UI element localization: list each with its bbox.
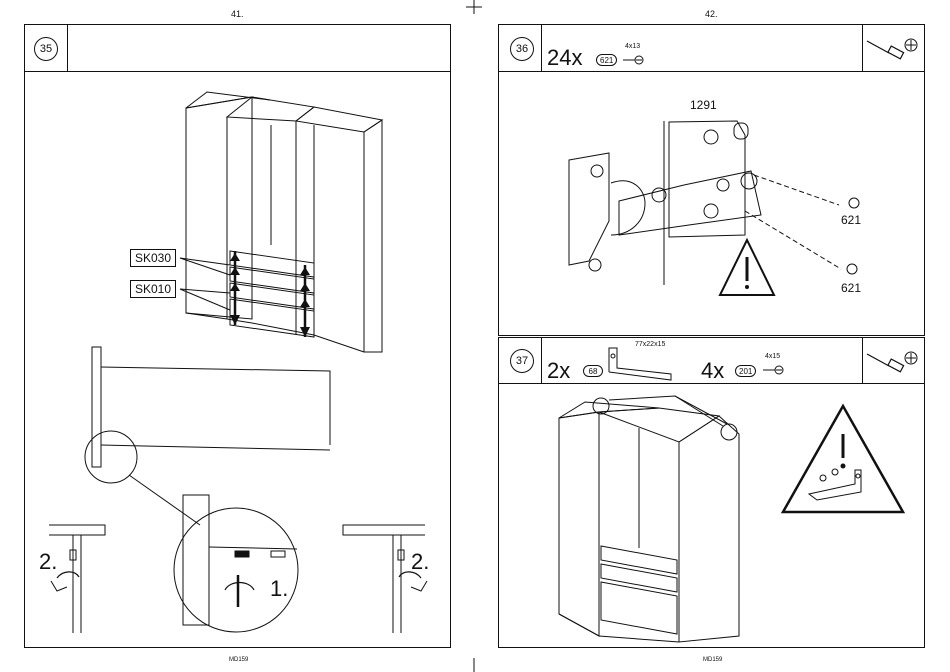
label-step-2-right: 2. (411, 549, 429, 575)
label-sk030: SK030 (130, 249, 176, 267)
step-37-panel: 37 2x 68 77x22x15 4x 201 4x15 (498, 337, 925, 648)
label-step-2-left: 2. (39, 549, 57, 575)
hinge-code: 1291 (690, 98, 717, 112)
step-35-panel: 35 (24, 24, 451, 648)
hinge-illustration (499, 25, 926, 337)
callout-621-lower: 621 (841, 281, 861, 295)
callout-621-upper: 621 (841, 213, 861, 227)
wardrobe-bracket-illustration (499, 338, 926, 649)
label-step-1: 1. (270, 576, 288, 602)
label-sk010: SK010 (130, 280, 176, 298)
wardrobe-illustration (25, 25, 452, 649)
step-36-panel: 36 24x 621 4x13 (498, 24, 925, 336)
